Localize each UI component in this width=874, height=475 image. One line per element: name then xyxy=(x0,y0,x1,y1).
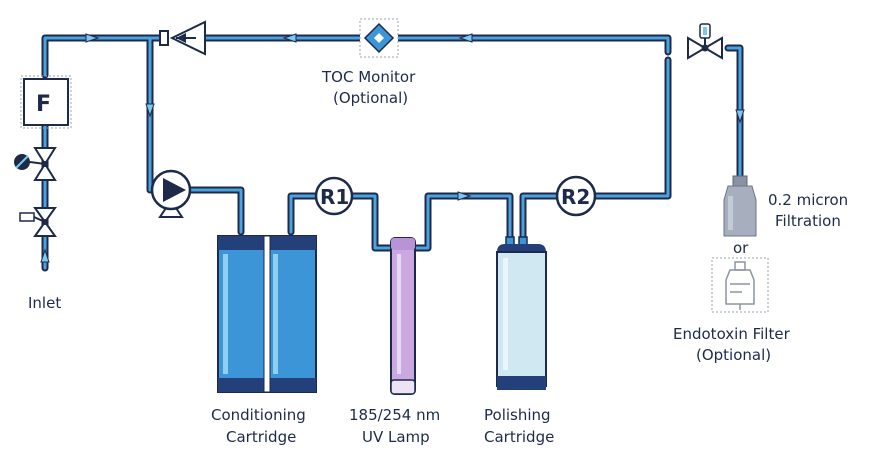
uv-label-line2: UV Lamp xyxy=(362,428,430,446)
r2-label: R2 xyxy=(561,185,590,209)
conditioning-label-line2: Cartridge xyxy=(226,428,296,446)
pump-icon xyxy=(150,169,192,218)
toc-label-line1: TOC Monitor xyxy=(321,68,416,86)
cond-to-r1-pipe xyxy=(287,192,320,236)
flow-meter-label: F xyxy=(36,92,51,117)
r2-to-return-pipe xyxy=(592,56,672,200)
toc-sensor-icon xyxy=(359,18,399,58)
polish-to-r2-pipe xyxy=(519,192,560,242)
r1-to-uv-pipe xyxy=(348,192,394,252)
conditioning-label-line1: Conditioning xyxy=(211,406,306,424)
or-label: or xyxy=(733,239,749,257)
pipes xyxy=(41,34,744,272)
dispense-valve-icon[interactable] xyxy=(687,23,723,60)
check-valve-icon xyxy=(159,20,206,56)
pump-out-pipe xyxy=(186,186,245,236)
flow-arrow-left-icon xyxy=(458,33,473,43)
flow-arrow-right-icon xyxy=(85,33,100,43)
polishing-label-line1: Polishing xyxy=(484,406,551,424)
flow-arrow-down-icon xyxy=(735,109,745,124)
r1-label: R1 xyxy=(320,185,349,209)
polishing-cartridge xyxy=(496,236,547,390)
polishing-label-line2: Cartridge xyxy=(484,428,554,446)
return-top-pipe xyxy=(201,34,672,56)
resistivity-sensor-r2: R2 xyxy=(555,175,597,217)
flow-arrow-up-icon xyxy=(40,248,50,263)
valve-icon[interactable] xyxy=(19,207,57,237)
endotoxin-label-line1: Endotoxin Filter xyxy=(673,325,791,343)
flow-arrows xyxy=(40,33,745,263)
endotoxin-filter-icon xyxy=(711,257,769,313)
endotoxin-label-line2: (Optional) xyxy=(696,346,771,364)
uv-to-polish-pipe xyxy=(412,192,514,252)
flow-meter: F xyxy=(20,75,72,129)
flow-arrow-down-icon xyxy=(145,103,155,118)
inlet-label: Inlet xyxy=(28,294,61,312)
flow-arrow-left-icon xyxy=(282,33,297,43)
filtration-label-line1: 0.2 micron xyxy=(768,191,848,209)
solenoid-valve-icon[interactable] xyxy=(14,147,57,181)
filter-icon xyxy=(723,175,757,237)
flow-arrow-right-icon xyxy=(457,191,472,201)
uv-label-line1: 185/254 nm xyxy=(349,406,440,424)
toc-label-line2: (Optional) xyxy=(333,89,408,107)
filtration-label-line2: Filtration xyxy=(775,212,841,230)
conditioning-cartridge xyxy=(217,235,317,393)
uv-lamp xyxy=(390,237,416,395)
resistivity-sensor-r1: R1 xyxy=(314,176,354,216)
